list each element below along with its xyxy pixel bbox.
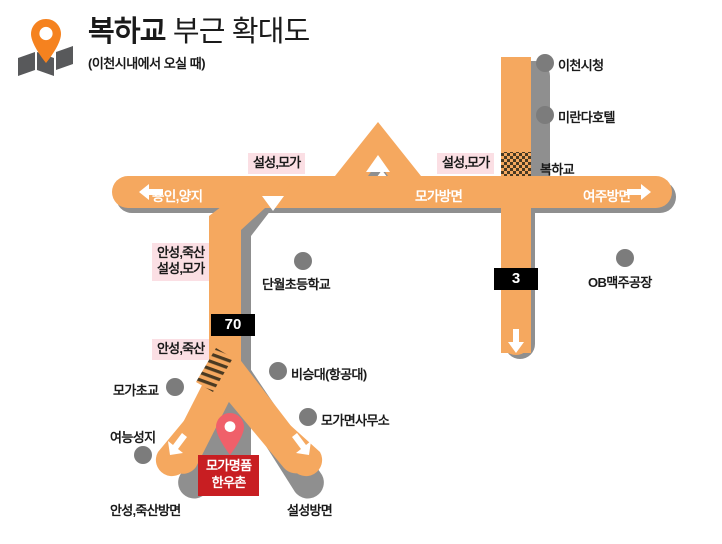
poi-dot-layer xyxy=(134,54,634,464)
bridge-hatch-bokha xyxy=(501,152,531,176)
page-title-highlight: 복하교 xyxy=(88,16,166,48)
bridge-hatch-lower xyxy=(196,348,233,392)
map-pin-logo-icon xyxy=(14,14,78,78)
branch-left-arrow-icon xyxy=(168,433,187,455)
poi-dot-ob-beer-factory xyxy=(616,249,634,267)
sign-line-2: 설성,모가 xyxy=(157,261,205,277)
ramp-notch-up-icon xyxy=(366,155,390,172)
road-label-yongin-yangji: 용인,양지 xyxy=(152,189,203,204)
sign-line-1: 안성,죽산 xyxy=(157,245,205,260)
right-arrow-icon xyxy=(627,184,651,200)
road-label-yeoju-direction: 여주방면 xyxy=(583,189,631,204)
destination-line-1: 모가명품 xyxy=(206,458,252,473)
poi-label-miranda-hotel: 미란다호텔 xyxy=(558,110,615,125)
poi-dot-moga-myeon-office xyxy=(299,408,317,426)
terminus-anseong-juksan: 안성,죽산방면 xyxy=(110,503,181,518)
road-label-moga-direction: 모가방면 xyxy=(415,189,463,204)
road-interchange-peak xyxy=(335,122,421,176)
poi-label-moga-elementary-school: 모가초교 xyxy=(113,383,159,398)
poi-label-danwol-elementary-school: 단월초등학교 xyxy=(262,277,331,292)
page-subtitle: (이천시내에서 오실 때) xyxy=(88,56,206,72)
terminus-seolseong: 설성방면 xyxy=(287,503,333,518)
poi-label-yeoneung-holy-ground: 여능성지 xyxy=(110,430,156,445)
poi-dot-moga-elementary-school xyxy=(166,378,184,396)
ramp-notch-down-icon xyxy=(262,196,284,211)
poi-label-ob-beer-factory: OB맥주공장 xyxy=(588,275,652,290)
branch-right-arrow-icon xyxy=(292,433,311,455)
page-title: 복하교 부근 확대도 xyxy=(88,16,310,49)
sign-anseong-juksan: 안성,죽산 xyxy=(152,339,210,361)
header: 복하교 부근 확대도 (이천시내에서 오실 때) xyxy=(0,0,722,92)
poi-label-biseungdae-airfield: 비승대(항공대) xyxy=(291,367,367,382)
destination-pin-icon xyxy=(216,413,244,455)
title-block: 복하교 부근 확대도 (이천시내에서 오실 때) xyxy=(88,16,310,72)
sign-seolseong-moga-upper: 설성,모가 xyxy=(248,153,306,175)
sign-seolseong-moga-right: 설성,모가 xyxy=(437,153,495,175)
page-title-rest: 부근 확대도 xyxy=(165,16,310,48)
poi-dot-yeoneung-holy-ground xyxy=(134,446,152,464)
route-shield-70: 70 xyxy=(211,314,255,336)
left-arrow-icon xyxy=(139,184,163,200)
down-arrow-icon xyxy=(508,329,524,353)
poi-dot-biseungdae-airfield xyxy=(269,362,287,380)
poi-dot-icheon-city-hall xyxy=(536,54,554,72)
poi-dot-danwol-elementary-school xyxy=(294,252,312,270)
destination-line-2: 한우촌 xyxy=(211,474,247,490)
poi-label-moga-myeon-office: 모가면사무소 xyxy=(321,413,390,428)
poi-label-bokha-bridge: 복하교 xyxy=(540,162,575,177)
poi-label-icheon-city-hall: 이천시청 xyxy=(558,58,604,73)
poi-dot-miranda-hotel xyxy=(536,106,554,124)
road-arrow-markings xyxy=(139,155,651,455)
route-shield-3: 3 xyxy=(494,268,538,290)
